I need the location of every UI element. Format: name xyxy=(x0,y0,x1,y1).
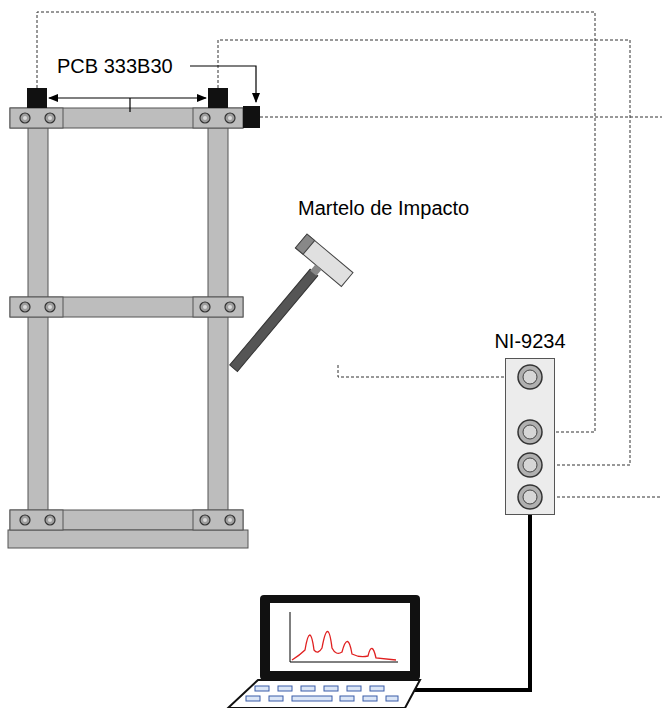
hammer-label: Martelo de Impacto xyxy=(298,198,469,218)
sensor-label: PCB 333B30 xyxy=(57,56,173,76)
module-name: NI-9234 xyxy=(494,331,565,351)
daq-module: NI-9234 xyxy=(505,358,555,515)
